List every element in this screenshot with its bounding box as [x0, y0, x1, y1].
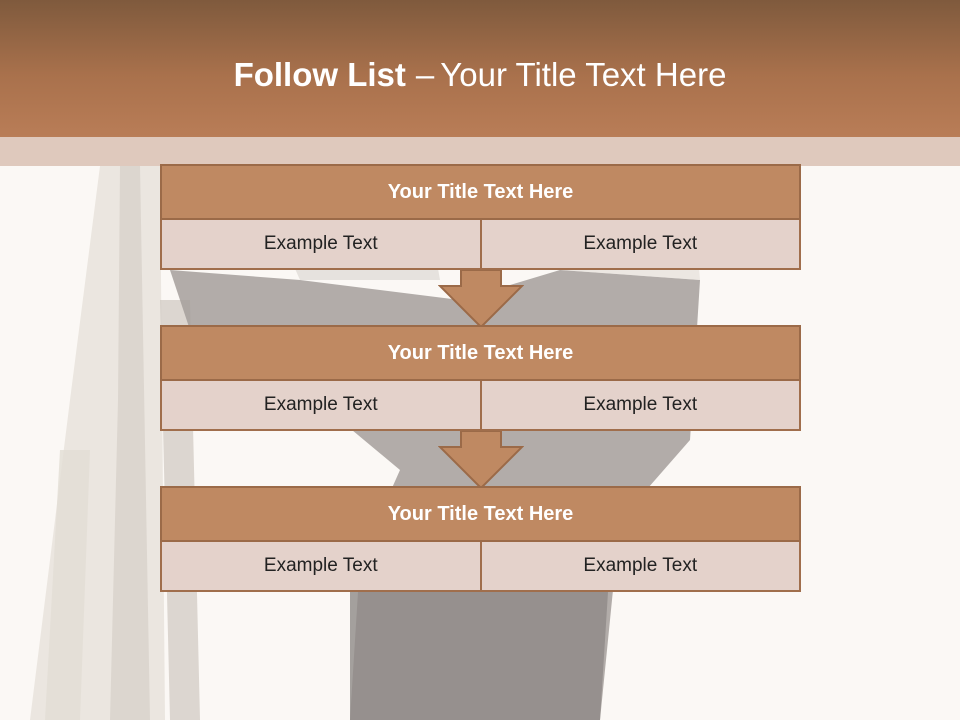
step-row: Example Text Example Text: [160, 220, 801, 270]
header-bar: [0, 0, 960, 137]
title-bold: Follow List: [233, 56, 406, 93]
step-block-1: Your Title Text Here Example Text Exampl…: [160, 164, 801, 270]
step-right-cell: Example Text: [481, 542, 801, 592]
step-right-cell: Example Text: [481, 381, 801, 431]
step-left-cell: Example Text: [160, 542, 482, 592]
step-block-2: Your Title Text Here Example Text Exampl…: [160, 325, 801, 431]
step-right-cell: Example Text: [481, 220, 801, 270]
header-strip: [0, 137, 960, 166]
step-left-cell: Example Text: [160, 381, 482, 431]
step-title: Your Title Text Here: [160, 486, 801, 542]
title-dash: –: [415, 56, 435, 93]
step-title: Your Title Text Here: [160, 325, 801, 381]
down-arrow-icon: [438, 431, 524, 489]
step-block-3: Your Title Text Here Example Text Exampl…: [160, 486, 801, 592]
step-row: Example Text Example Text: [160, 381, 801, 431]
down-arrow-icon: [438, 270, 524, 328]
title-rest: Your Title Text Here: [440, 56, 727, 93]
step-title: Your Title Text Here: [160, 164, 801, 220]
step-row: Example Text Example Text: [160, 542, 801, 592]
slide-title: Follow List–Your Title Text Here: [0, 52, 960, 98]
step-left-cell: Example Text: [160, 220, 482, 270]
